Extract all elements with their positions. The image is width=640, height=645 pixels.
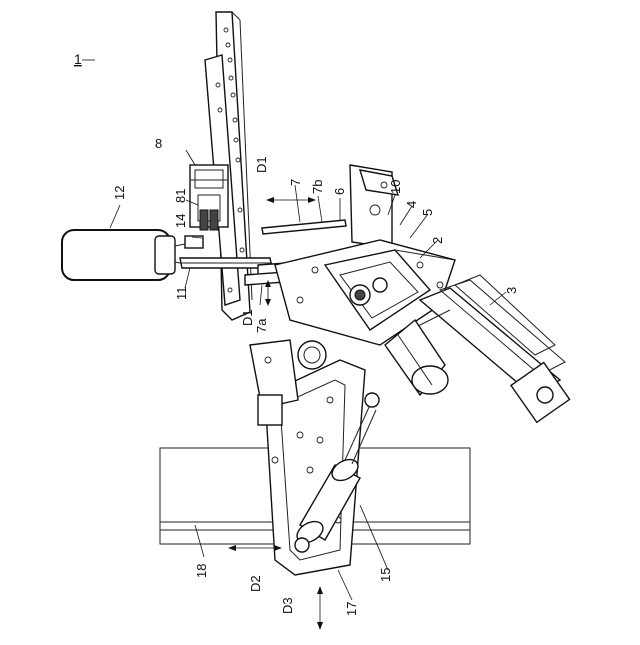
label-d2: D2 <box>248 575 263 592</box>
label-18: 18 <box>194 564 209 578</box>
label-17: 17 <box>344 602 359 616</box>
label-6: 6 <box>332 188 347 195</box>
unit-8 <box>190 165 228 230</box>
label-d1-bottom: D1 <box>240 309 255 326</box>
label-15: 15 <box>378 568 393 582</box>
label-12: 12 <box>112 186 127 200</box>
label-11: 11 <box>174 287 189 301</box>
label-4: 4 <box>404 201 419 208</box>
camera-12 <box>62 230 203 280</box>
label-7b: 7b <box>310 180 325 194</box>
label-3: 3 <box>504 287 519 294</box>
label-2: 2 <box>430 237 445 244</box>
label-7: 7 <box>288 179 303 186</box>
label-7a: 7a <box>254 318 269 333</box>
label-d1-top: D1 <box>254 156 269 173</box>
label-5: 5 <box>420 209 435 216</box>
label-d3: D3 <box>280 597 295 614</box>
label-14: 14 <box>173 214 188 228</box>
label-1: 1 <box>74 51 82 67</box>
label-8: 8 <box>155 136 162 151</box>
label-81: 81 <box>173 189 188 203</box>
label-10: 10 <box>388 180 403 194</box>
central-frame <box>275 240 455 345</box>
